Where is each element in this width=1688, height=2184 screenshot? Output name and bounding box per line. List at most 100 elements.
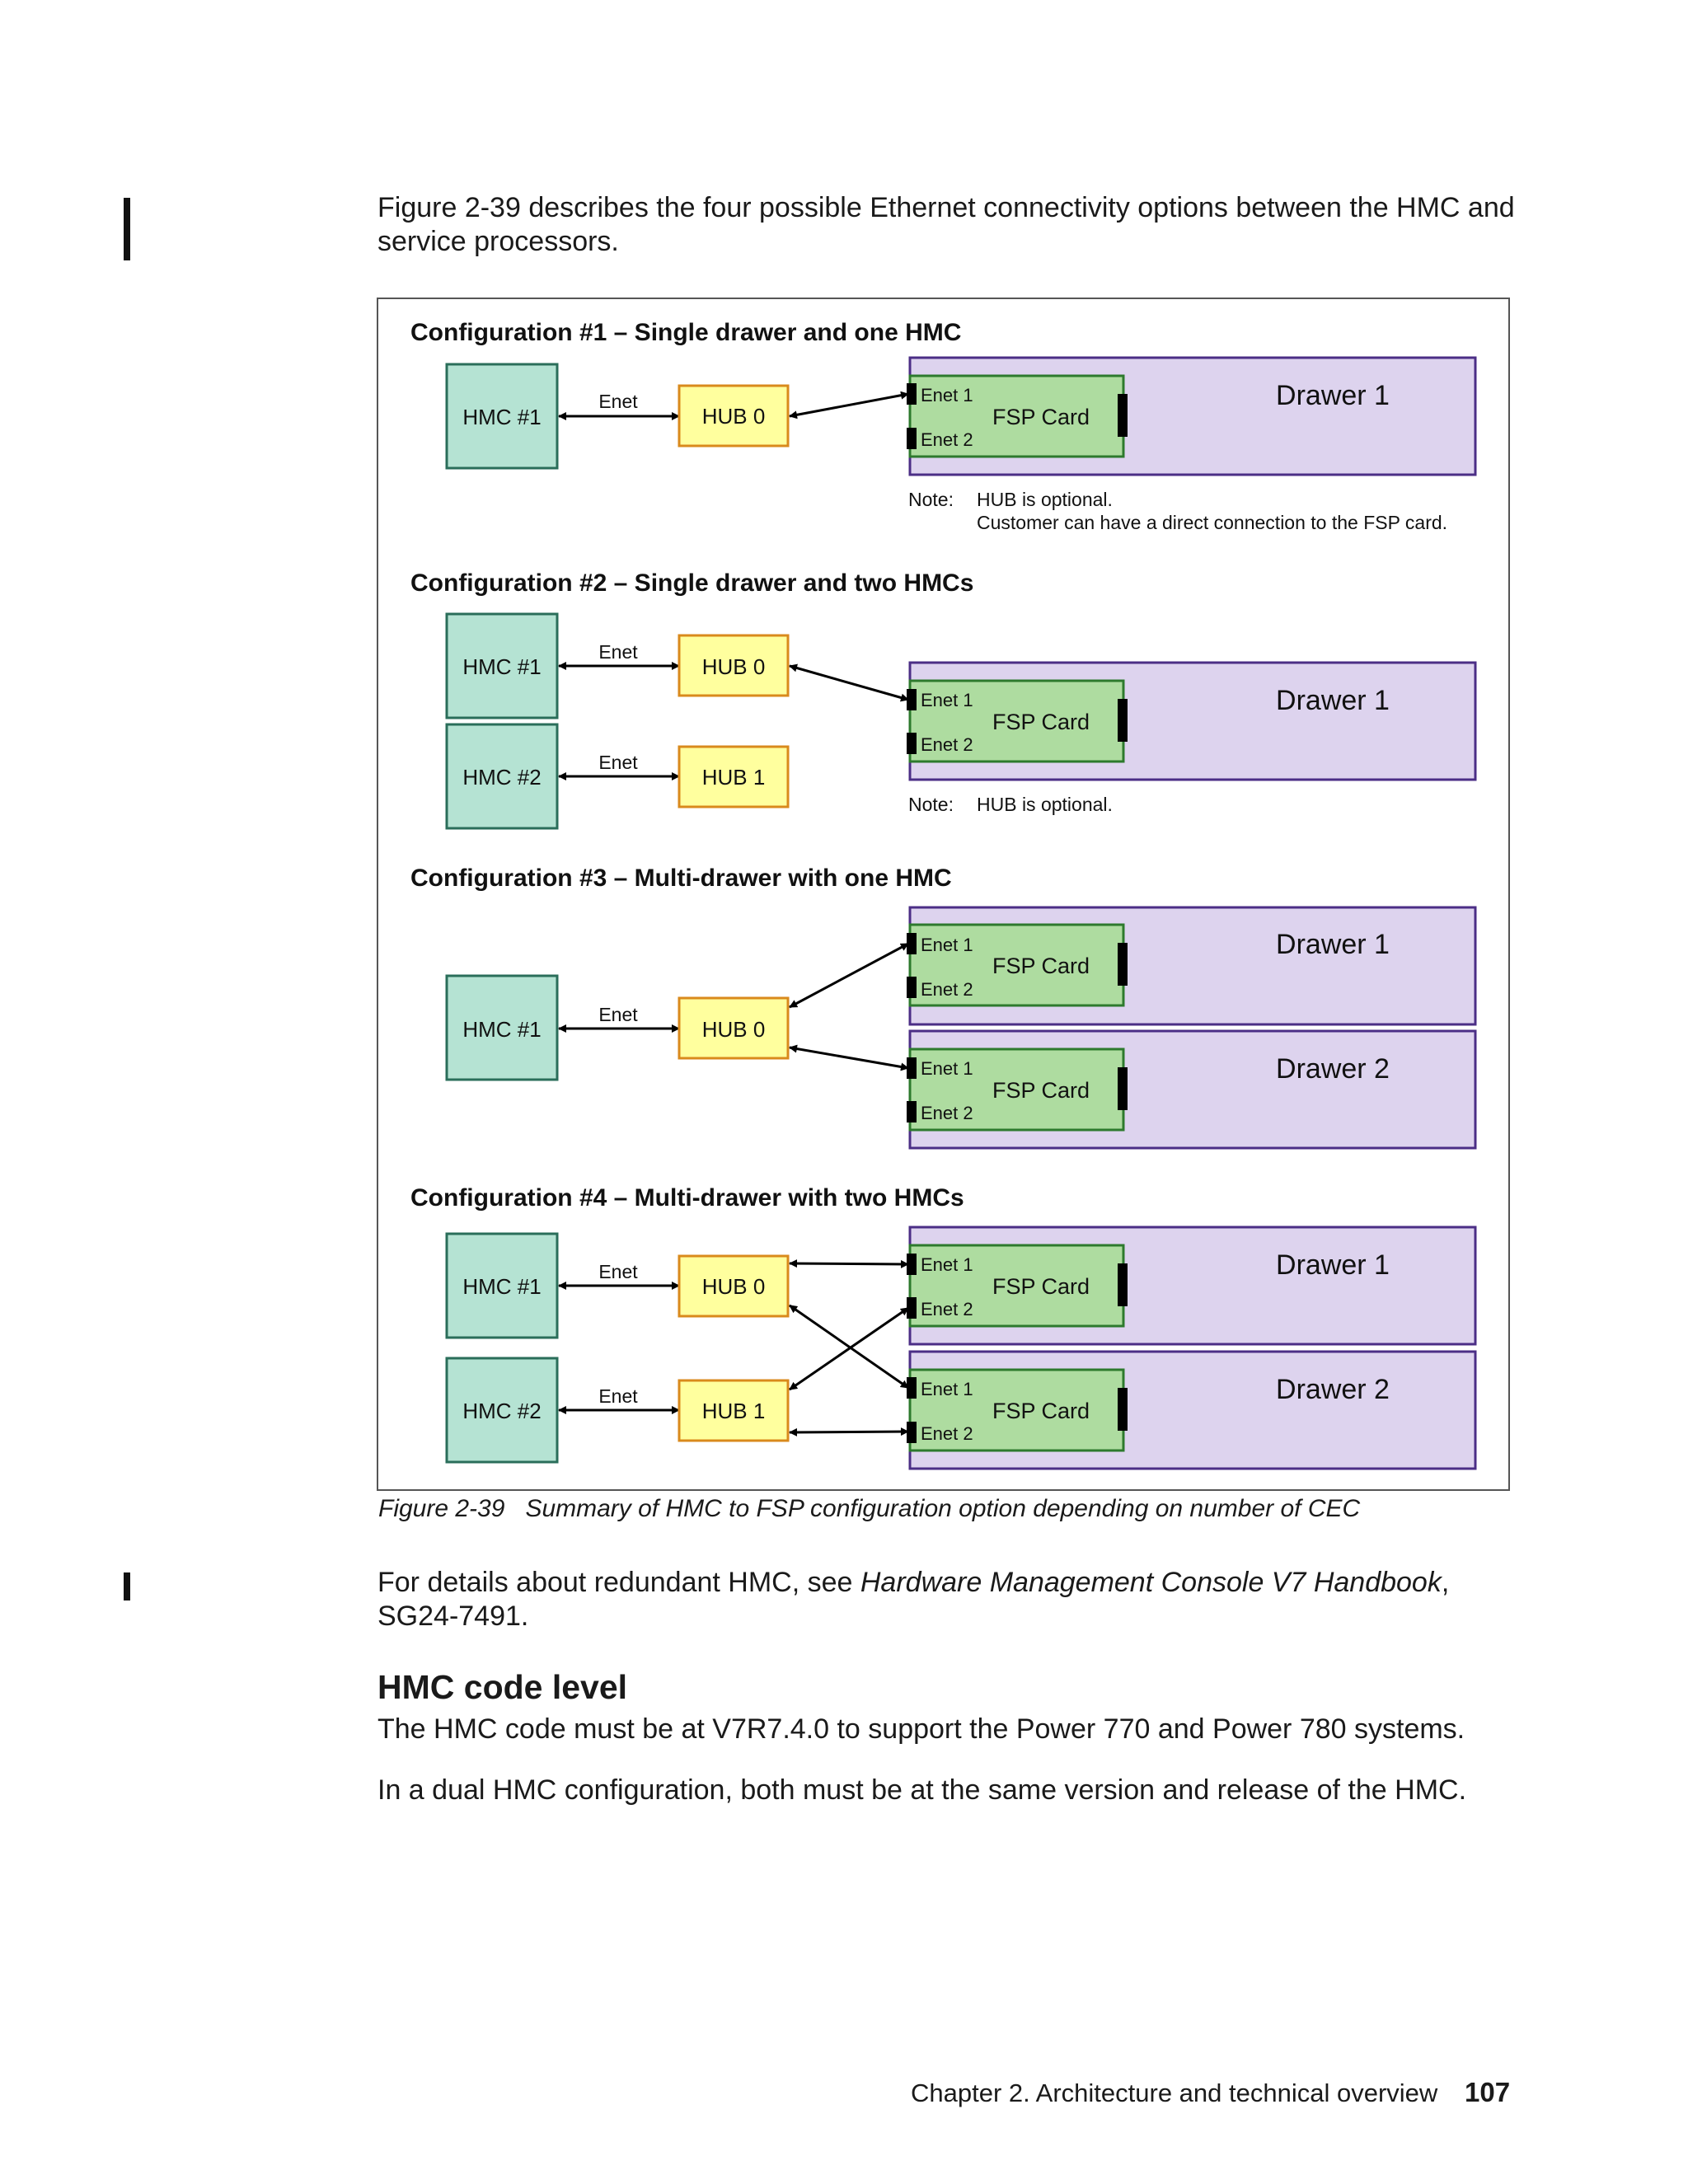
config-3: Configuration #3 – Multi-drawer with one… (410, 865, 1477, 1150)
enet2-label: Enet 2 (921, 1423, 973, 1444)
details-suffix: , (1441, 1567, 1450, 1598)
intro-line-2: service processors. (377, 226, 619, 257)
enet-link-label: Enet (598, 641, 638, 663)
figure-2-39: Configuration #1 – Single drawer and one… (377, 298, 1510, 1491)
fsp-connector (1118, 1067, 1128, 1110)
fsp-connector (1118, 699, 1128, 742)
hmc-label: HMC #1 (462, 1274, 541, 1299)
page-number: 107 (1465, 2077, 1511, 2107)
enet1-label: Enet 1 (921, 385, 973, 405)
enet1-port (907, 933, 917, 954)
fsp-card (908, 374, 1125, 458)
enet1-label: Enet 1 (921, 1379, 973, 1399)
drawer-label: Drawer 1 (1276, 685, 1390, 716)
hub-label: HUB 0 (702, 1274, 766, 1299)
enet2-port (907, 1101, 917, 1122)
note-line-1: HUB is optional. (977, 489, 1113, 510)
hub-label: HUB 0 (702, 1017, 766, 1042)
config-1-title: Configuration #1 – Single drawer and one… (410, 319, 961, 346)
config-4: Configuration #4 – Multi-drawer with two… (410, 1184, 1477, 1470)
hmc-label: HMC #1 (462, 405, 541, 429)
book-title: Hardware Management Console V7 Handbook (860, 1567, 1442, 1598)
hmc-box (445, 363, 559, 470)
fsp-card (908, 679, 1125, 763)
hmc-box (445, 723, 559, 830)
section-paragraph-2: In a dual HMC configuration, both must b… (377, 1774, 1467, 1806)
details-paragraph: For details about redundant HMC, see Har… (377, 1566, 1515, 1633)
drawer-label: Drawer 1 (1276, 380, 1390, 411)
enet1-port (907, 1254, 917, 1275)
intro-paragraph: Figure 2-39 describes the four possible … (377, 191, 1515, 259)
enet-link-label: Enet (598, 752, 638, 773)
section-heading: HMC code level (377, 1668, 628, 1706)
hub-to-fsp-arrow (789, 391, 909, 419)
fsp-card-label: FSP Card (992, 954, 1090, 978)
hmc-label: HMC #1 (462, 654, 541, 679)
hub-to-fsp-arrow (789, 1259, 909, 1268)
hub-box (678, 996, 790, 1060)
hmc-label: HMC #2 (462, 765, 541, 790)
drawer-label: Drawer 1 (1276, 929, 1390, 960)
caption-label: Figure 2-39 (378, 1495, 505, 1522)
enet2-label: Enet 2 (921, 1103, 973, 1123)
hub-label: HUB 0 (702, 654, 766, 679)
fsp-card-label: FSP Card (992, 710, 1090, 734)
change-bar (124, 1572, 130, 1601)
fsp-card-label: FSP Card (992, 405, 1090, 429)
enet1-port (907, 1377, 917, 1399)
details-prefix: For details about redundant HMC, see (377, 1567, 860, 1598)
hmc-box (445, 974, 559, 1081)
note-line-1: HUB is optional. (977, 794, 1113, 815)
hmc-box (445, 1232, 559, 1339)
config-2: Configuration #2 – Single drawer and two… (410, 569, 1477, 830)
note-label: Note: (908, 489, 954, 510)
fsp-connector (1118, 1263, 1128, 1306)
fsp-card (908, 1244, 1125, 1328)
details-line-2: SG24-7491. (377, 1601, 529, 1632)
enet2-label: Enet 2 (921, 1299, 973, 1319)
enet2-port (907, 977, 917, 998)
enet2-label: Enet 2 (921, 429, 973, 450)
config-4-title: Configuration #4 – Multi-drawer with two… (410, 1184, 964, 1212)
enet1-port (907, 689, 917, 710)
enet1-port (907, 1057, 917, 1079)
enet-link-label: Enet (598, 391, 638, 412)
hub-to-fsp-arrow (789, 942, 909, 1009)
enet-link-label: Enet (598, 1004, 638, 1025)
change-bar (124, 198, 130, 260)
enet-link-label: Enet (598, 1261, 638, 1282)
drawer-label: Drawer 2 (1276, 1053, 1390, 1085)
hmc-label: HMC #2 (462, 1399, 541, 1423)
enet2-port (907, 1297, 917, 1319)
intro-line-1: Figure 2-39 describes the four possible … (377, 192, 1515, 223)
hmc-box (445, 1357, 559, 1464)
hub-to-fsp-arrow (789, 1044, 909, 1071)
fsp-card (908, 1368, 1125, 1452)
enet2-port (907, 428, 917, 449)
hub-label: HUB 1 (702, 1399, 766, 1423)
enet1-label: Enet 1 (921, 690, 973, 710)
enet1-label: Enet 1 (921, 935, 973, 955)
hub-label: HUB 0 (702, 404, 766, 429)
hub-to-fsp-arrow (789, 1306, 909, 1391)
hub-box (678, 1379, 790, 1442)
section-paragraph-1: The HMC code must be at V7R7.4.0 to supp… (377, 1713, 1465, 1745)
note-line-2: Customer can have a direct connection to… (977, 512, 1447, 533)
enet1-label: Enet 1 (921, 1254, 973, 1275)
figure-caption: Figure 2-39 Summary of HMC to FSP config… (378, 1495, 1360, 1523)
caption-text: Summary of HMC to FSP configuration opti… (525, 1495, 1361, 1522)
fsp-card-label: FSP Card (992, 1399, 1090, 1423)
drawer-label: Drawer 1 (1276, 1249, 1390, 1281)
hub-box (678, 745, 790, 808)
config-2-title: Configuration #2 – Single drawer and two… (410, 569, 973, 597)
enet1-label: Enet 1 (921, 1058, 973, 1079)
hub-to-fsp-arrow (789, 663, 909, 702)
drawer-label: Drawer 2 (1276, 1374, 1390, 1405)
fsp-connector (1118, 1388, 1128, 1431)
enet-link-label: Enet (598, 1385, 638, 1407)
fsp-card-label: FSP Card (992, 1274, 1090, 1299)
hub-box (678, 634, 790, 697)
fsp-connector (1118, 394, 1128, 437)
enet2-label: Enet 2 (921, 734, 973, 755)
hmc-label: HMC #1 (462, 1017, 541, 1042)
